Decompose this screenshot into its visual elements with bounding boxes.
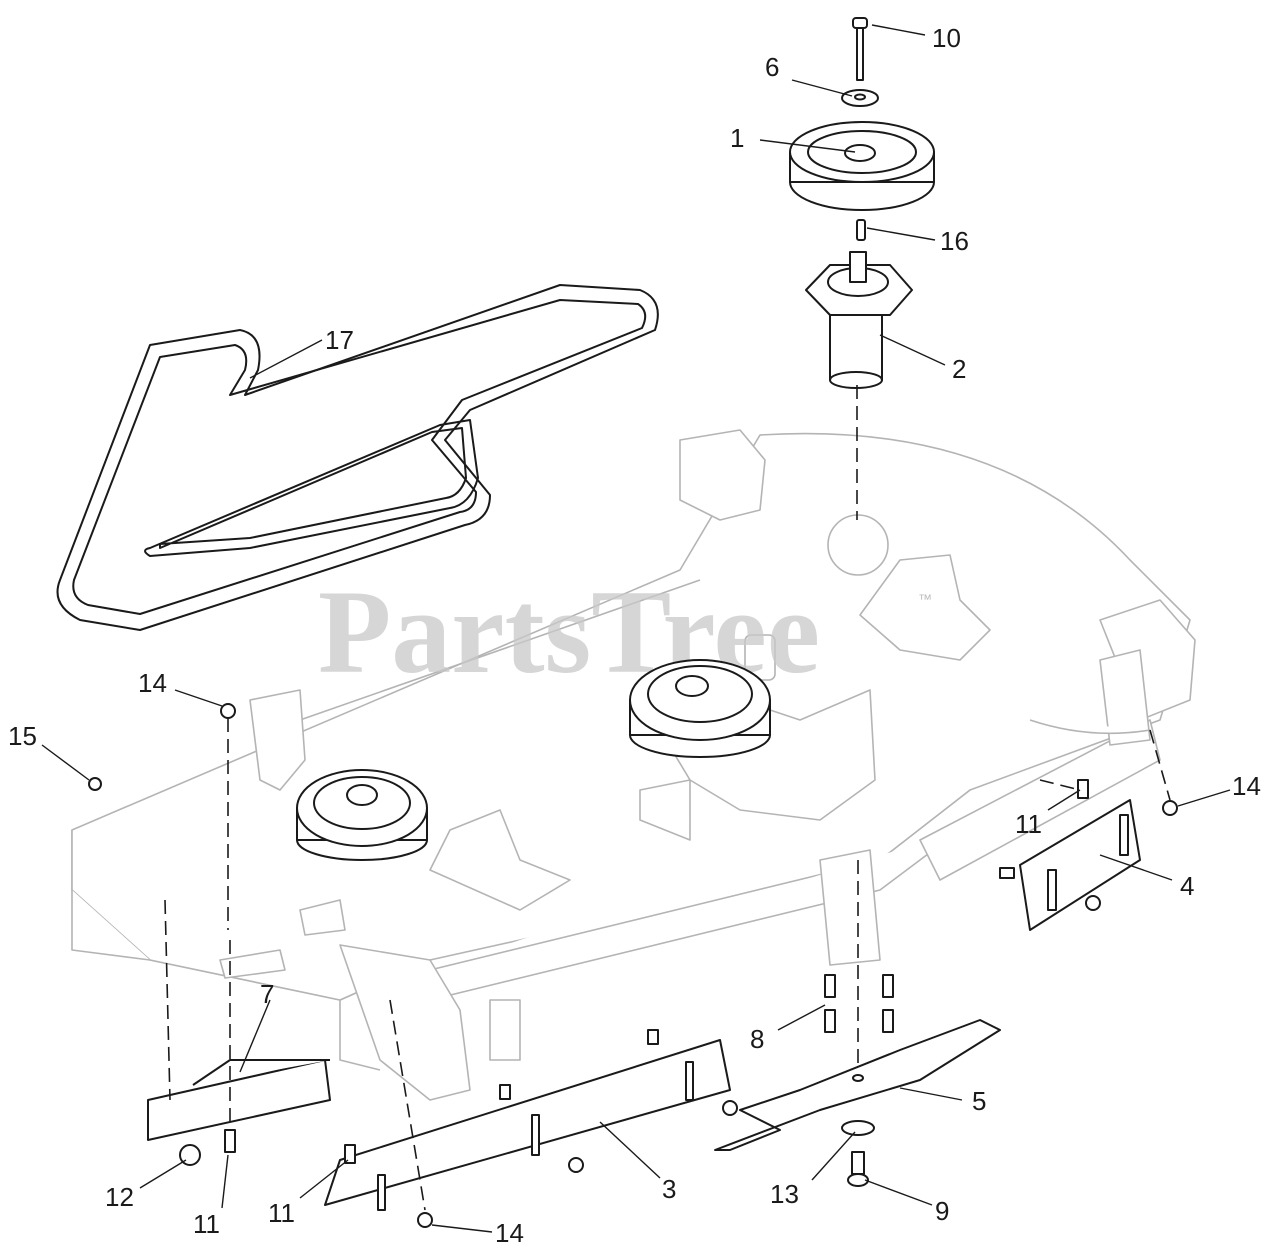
part-13-washer[interactable] <box>841 1120 875 1136</box>
callout-10[interactable]: 9 <box>935 1196 949 1226</box>
alignment-lines <box>164 718 1171 1211</box>
part-1-pulley[interactable] <box>789 121 935 211</box>
part-4-baffle[interactable] <box>1019 799 1141 931</box>
callout-9[interactable]: 10 <box>932 23 961 53</box>
callout-2[interactable]: 2 <box>952 354 966 384</box>
part-5-blade[interactable] <box>714 1019 1001 1151</box>
part-2-spindle[interactable] <box>805 251 913 389</box>
callout-11-b[interactable]: 11 <box>193 1209 220 1239</box>
deck-pulley-center[interactable] <box>629 659 771 758</box>
nut-fasteners[interactable] <box>88 703 1178 1228</box>
watermark-trademark: ™ <box>918 591 932 607</box>
part-8-bolts[interactable] <box>824 974 894 1033</box>
mower-deck <box>71 429 1196 1101</box>
callout-14-c[interactable]: 14 <box>495 1218 524 1248</box>
callout-11-c[interactable]: 11 <box>268 1198 295 1228</box>
callout-16[interactable]: 16 <box>940 226 969 256</box>
callout-11-a[interactable]: 11 <box>1015 809 1042 839</box>
callout-17[interactable]: 17 <box>325 325 354 355</box>
callout-5[interactable]: 5 <box>972 1086 986 1116</box>
callout-1[interactable]: 1 <box>730 123 744 153</box>
callout-8[interactable]: 8 <box>750 1024 764 1054</box>
callout-14-b[interactable]: 14 <box>1232 771 1261 801</box>
part-10-bolt[interactable] <box>847 1151 869 1187</box>
part-3-baffle[interactable] <box>324 1039 731 1211</box>
part-7-baffle[interactable] <box>147 1059 331 1141</box>
callout-numbers: 10 6 1 16 2 17 14 15 14 11 4 7 8 5 3 12 … <box>8 23 1261 1248</box>
callout-14-a[interactable]: 14 <box>138 668 167 698</box>
callout-12[interactable]: 12 <box>105 1182 134 1212</box>
callout-4[interactable]: 4 <box>1180 871 1194 901</box>
part-16-key[interactable] <box>856 219 866 241</box>
callout-3[interactable]: 3 <box>662 1174 676 1204</box>
callout-13[interactable]: 13 <box>770 1179 799 1209</box>
callout-7[interactable]: 7 <box>260 979 274 1009</box>
part-17-belt[interactable] <box>56 284 659 631</box>
callout-6[interactable]: 6 <box>765 52 779 82</box>
callout-leaders <box>41 24 1231 1233</box>
part-9-bolt[interactable] <box>852 17 868 81</box>
callout-15[interactable]: 15 <box>8 721 37 751</box>
deck-pulley-left[interactable] <box>296 769 428 861</box>
part-6-washer[interactable] <box>841 89 879 107</box>
